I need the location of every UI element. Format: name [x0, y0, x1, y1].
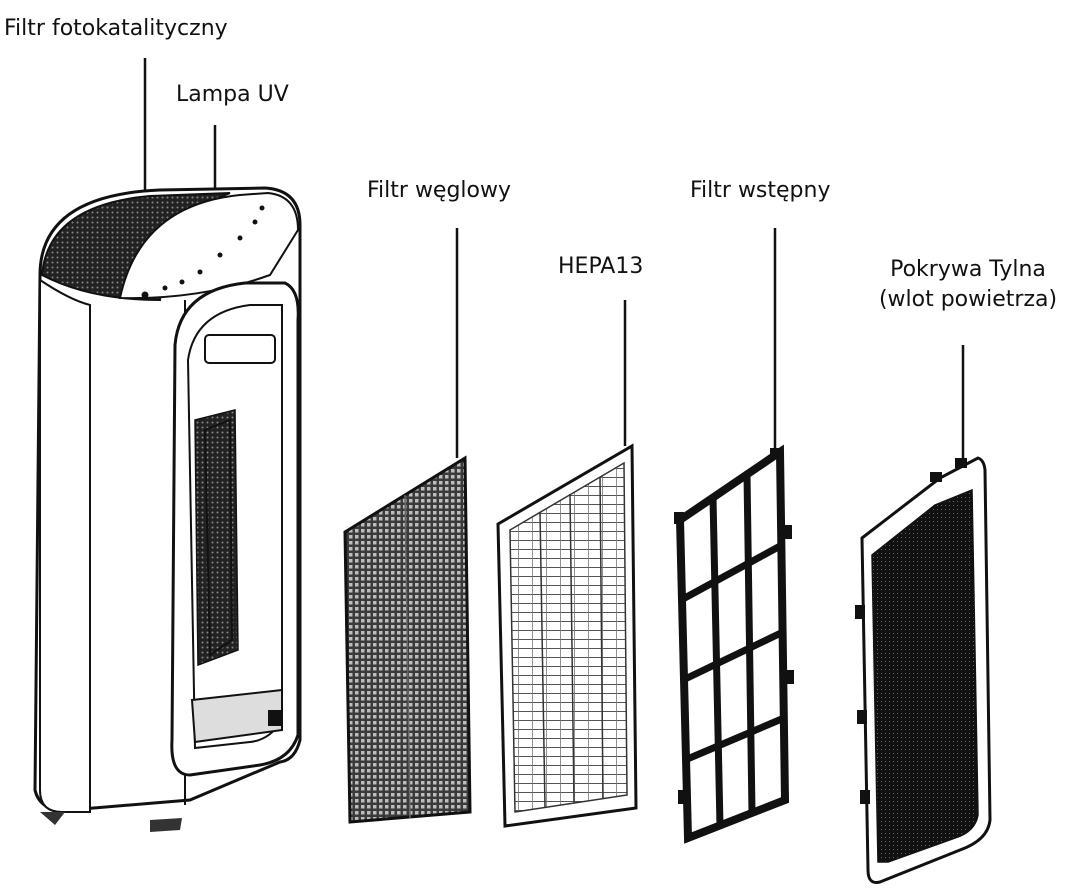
label-pre-filter: Filtr wstępny	[690, 178, 831, 203]
label-back-cover-line2: (wlot powietrza)	[878, 287, 1058, 312]
purifier-unit	[33, 186, 302, 832]
power-socket	[268, 710, 282, 726]
purifier-side-panel	[39, 278, 91, 813]
control-buttons	[141, 205, 265, 299]
label-carbon-filter: Filtr węglowy	[367, 178, 512, 203]
carbon-filter-panel	[343, 455, 472, 824]
purifier-foot-left	[40, 812, 65, 825]
label-hepa: HEPA13	[558, 254, 644, 279]
label-photocatalytic-filter: Filtr fotokatalityczny	[4, 16, 228, 41]
handle-slot	[204, 334, 276, 364]
purifier-top-panel	[118, 191, 300, 300]
uv-lamp-tube	[203, 418, 234, 657]
label-back-cover-line1: Pokrywa Tylna	[890, 257, 1046, 282]
back-cover-panel	[855, 456, 992, 884]
pre-filter-frame	[674, 444, 794, 844]
bay-bottom-rail	[190, 688, 283, 744]
label-uv-lamp: Lampa UV	[176, 82, 289, 107]
label-back-cover: Pokrywa Tylna (wlot powietrza)	[852, 255, 1084, 315]
hepa-filter-panel	[496, 443, 638, 828]
purifier-foot-right	[150, 818, 182, 832]
